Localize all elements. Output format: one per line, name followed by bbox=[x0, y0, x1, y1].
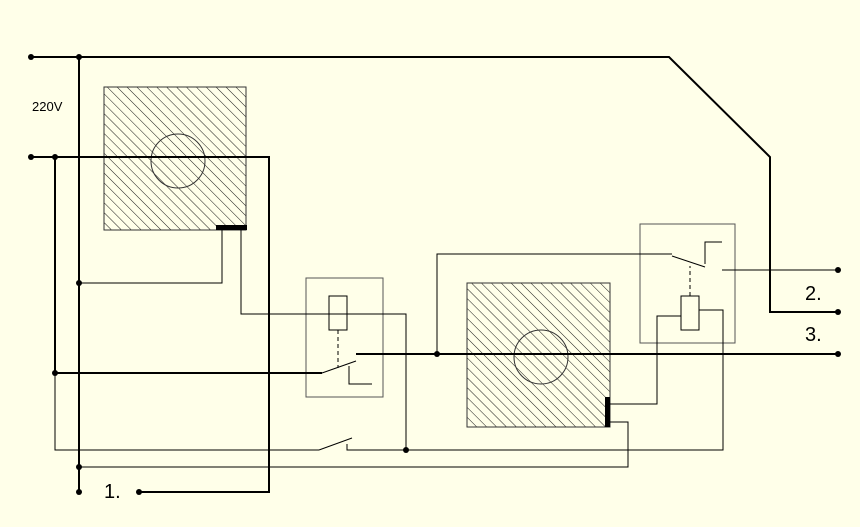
relay-contact-1 bbox=[321, 360, 357, 374]
relay-coil-1 bbox=[328, 295, 348, 331]
voltage-label: 220V bbox=[32, 99, 63, 114]
terminal-2-label: 2. bbox=[805, 283, 822, 305]
junction-dots bbox=[28, 54, 841, 495]
terminal-1-label: 1. bbox=[104, 481, 121, 503]
thick-wires bbox=[31, 56, 838, 493]
motor-unit-1 bbox=[103, 86, 247, 231]
relay-contact-2 bbox=[671, 255, 706, 268]
relay-box-2 bbox=[639, 223, 736, 344]
terminal-3-label: 3. bbox=[805, 324, 822, 346]
relay-coil-2 bbox=[680, 295, 700, 331]
terminal-block-1 bbox=[216, 225, 247, 230]
relay-box-1 bbox=[305, 277, 384, 398]
thin-wires bbox=[54, 230, 838, 468]
terminal-block-2 bbox=[605, 397, 610, 427]
